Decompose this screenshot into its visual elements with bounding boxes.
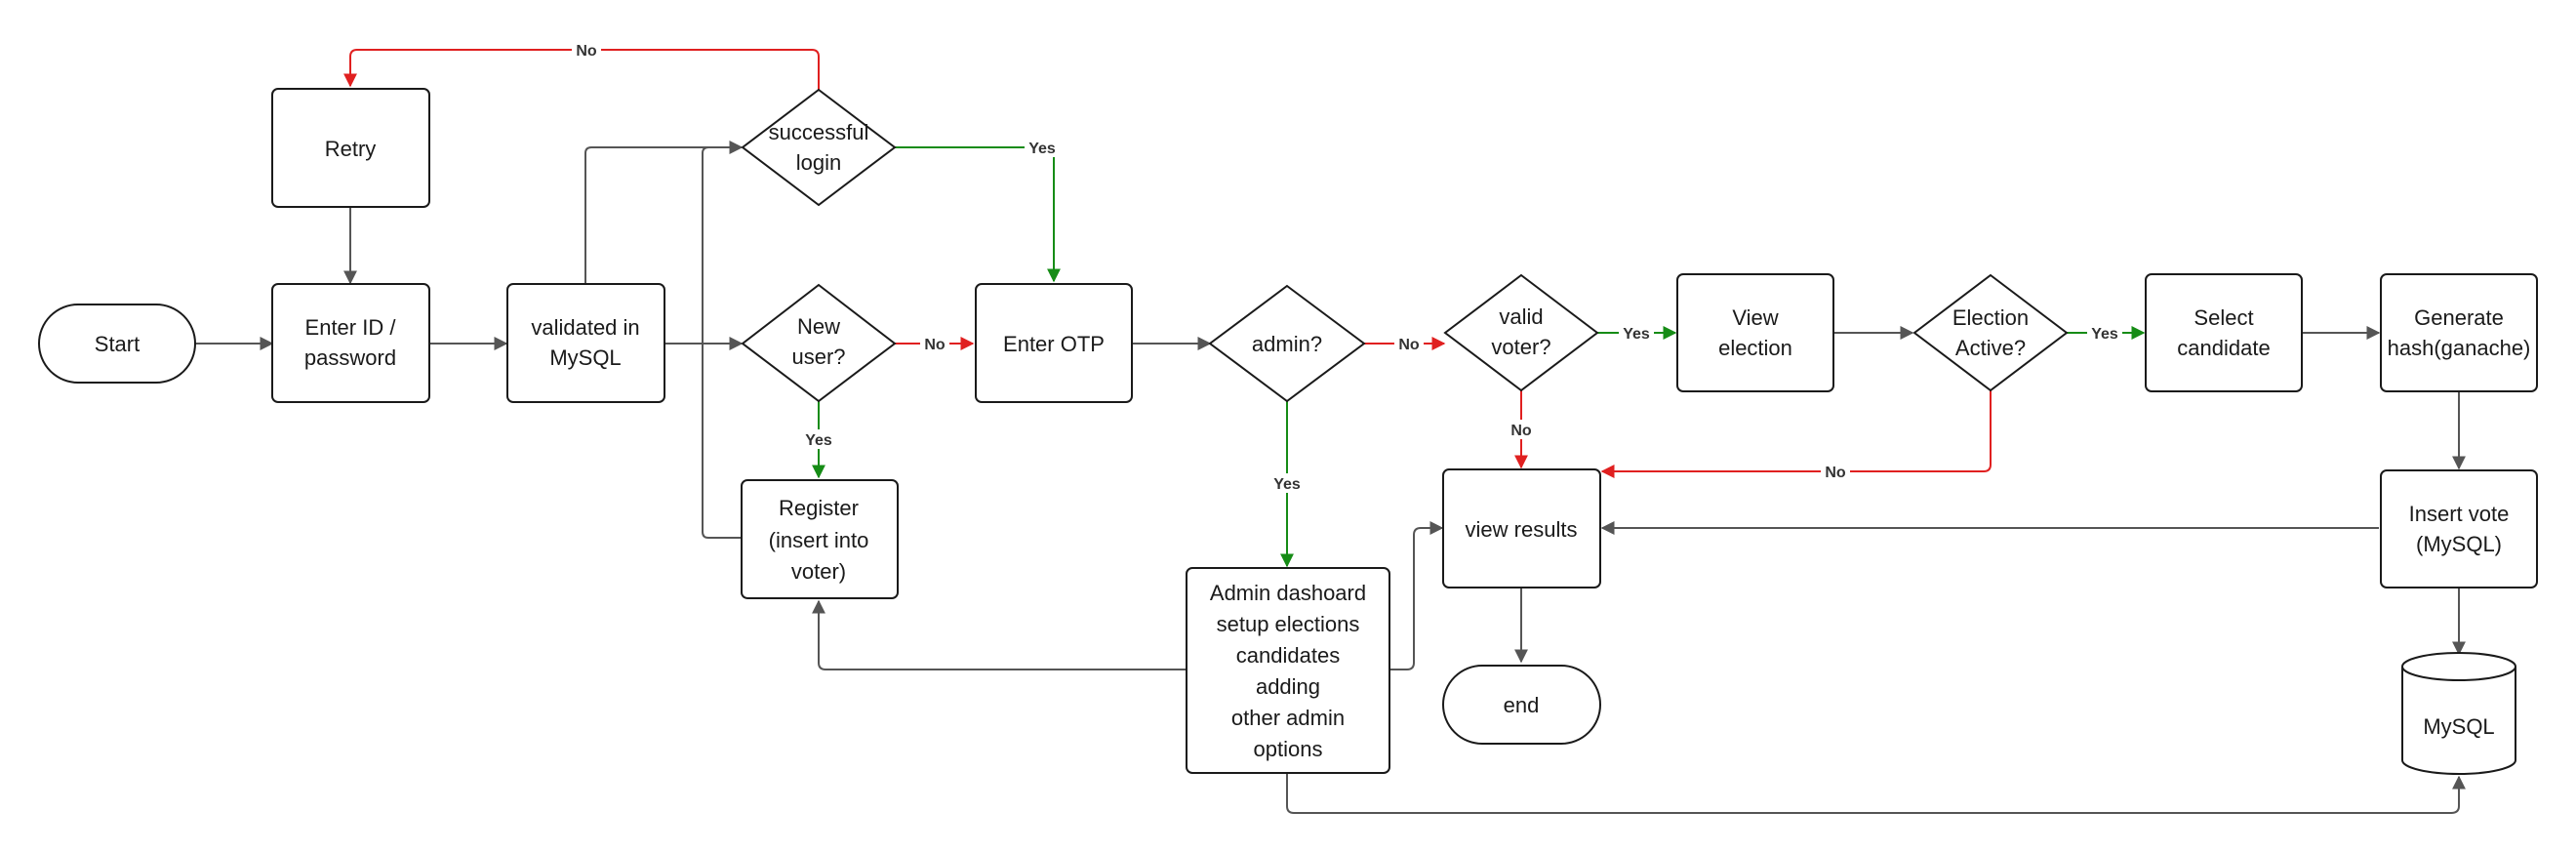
successful-login-label-line-1: successful [769, 120, 869, 144]
svg-text:No: No [1510, 423, 1532, 439]
svg-text:Yes: Yes [2091, 326, 2118, 343]
edge-labels: No Yes No Yes No Yes Yes No [572, 40, 2122, 493]
view-election-label-line-1: View [1732, 305, 1778, 330]
start-label: Start [95, 332, 140, 356]
election-active-label-line-1: Election [1952, 305, 2029, 330]
retry-label: Retry [325, 137, 377, 161]
admin-dashboard-line-4: adding [1256, 674, 1320, 699]
register-label-line-3: voter) [791, 559, 846, 584]
valid-voter-decision[interactable]: valid voter? [1443, 273, 1599, 392]
edge-dashboard-to-register [812, 599, 1187, 670]
view-election-node[interactable]: View election [1676, 273, 1834, 392]
edge-label-active-no: No [1821, 462, 1850, 481]
register-node[interactable]: Register (insert into voter) [741, 479, 899, 599]
edge-validated-to-login [584, 141, 744, 283]
admin-dashboard-line-6: options [1254, 737, 1323, 761]
view-results-label: view results [1466, 517, 1578, 542]
new-user-label-line-2: user? [791, 345, 845, 369]
edge-label-newuser-yes: Yes [801, 429, 836, 449]
edge-label-validvoter-yes: Yes [1619, 323, 1654, 343]
edge-active-no-to-view-results [1600, 390, 1992, 478]
view-election-label-line-2: election [1718, 336, 1792, 360]
nodes: Start Retry Enter ID / password validate… [38, 88, 2538, 775]
svg-text:Yes: Yes [1273, 476, 1301, 493]
mysql-label: MySQL [2423, 714, 2494, 739]
admin-dashboard-line-5: other admin [1231, 706, 1345, 730]
svg-text:No: No [924, 337, 946, 353]
successful-login-decision[interactable]: successful login [741, 88, 897, 207]
select-candidate-node[interactable]: Select candidate [2145, 273, 2303, 392]
new-user-decision[interactable]: New user? [741, 283, 897, 403]
enter-id-label-line-1: Enter ID / [305, 315, 397, 340]
enter-id-label-line-2: password [304, 345, 396, 370]
end-label: end [1504, 693, 1540, 717]
admin-dashboard-line-1: Admin dashoard [1210, 581, 1366, 605]
admin-dashboard-line-2: setup elections [1217, 612, 1360, 636]
insert-vote-node[interactable]: Insert vote (MySQL) [2380, 469, 2538, 588]
end-node[interactable]: end [1442, 665, 1601, 745]
election-active-label-line-2: Active? [1955, 336, 2026, 360]
generate-hash-node[interactable]: Generate hash(ganache) [2380, 273, 2538, 392]
valid-voter-label-line-1: valid [1499, 304, 1543, 329]
successful-login-label-line-2: login [796, 150, 841, 175]
register-label-line-1: Register [779, 496, 859, 520]
generate-hash-label-line-2: hash(ganache) [2388, 336, 2531, 360]
validated-node[interactable]: validated in MySQL [506, 283, 665, 403]
svg-text:No: No [1825, 465, 1846, 481]
generate-hash-label-line-1: Generate [2414, 305, 2504, 330]
validated-label-line-2: MySQL [549, 345, 621, 370]
edge-register-to-login [702, 146, 742, 539]
edge-login-yes-to-otp [895, 146, 1061, 283]
admin-label: admin? [1252, 332, 1322, 356]
svg-text:No: No [1398, 337, 1420, 353]
insert-vote-label-line-2: (MySQL) [2416, 532, 2502, 556]
edge-label-login-no: No [572, 40, 601, 60]
new-user-label-line-1: New [797, 314, 840, 339]
valid-voter-label-line-2: voter? [1491, 335, 1550, 359]
svg-text:Yes: Yes [1028, 141, 1056, 157]
svg-text:Yes: Yes [805, 432, 832, 449]
admin-dashboard-node[interactable]: Admin dashoard setup elections candidate… [1186, 567, 1390, 774]
edge-label-validvoter-no: No [1507, 420, 1536, 439]
retry-node[interactable]: Retry [271, 88, 430, 208]
edge-label-active-yes: Yes [2087, 323, 2122, 343]
svg-text:Yes: Yes [1623, 326, 1650, 343]
edge-label-admin-yes: Yes [1269, 473, 1305, 493]
validated-label-line-1: validated in [531, 315, 639, 340]
enter-id-node[interactable]: Enter ID / password [271, 283, 430, 403]
enter-otp-node[interactable]: Enter OTP [975, 283, 1133, 403]
edge-label-newuser-no: No [920, 334, 949, 353]
admin-decision[interactable]: admin? [1208, 284, 1366, 403]
start-node[interactable]: Start [38, 304, 196, 384]
mysql-database-node[interactable]: MySQL [2401, 652, 2516, 775]
edge-dashboard-to-view-results [1389, 521, 1444, 670]
insert-vote-label-line-1: Insert vote [2409, 502, 2510, 526]
enter-otp-label: Enter OTP [1003, 332, 1105, 356]
edge-dashboard-to-mysql [1286, 773, 2466, 814]
select-candidate-label-line-1: Select [2194, 305, 2253, 330]
view-results-node[interactable]: view results [1442, 468, 1601, 588]
register-label-line-2: (insert into [769, 528, 869, 552]
edge-label-admin-no: No [1394, 334, 1424, 353]
edge-label-login-yes: Yes [1025, 138, 1060, 157]
election-active-decision[interactable]: Election Active? [1912, 273, 2069, 392]
select-candidate-label-line-2: candidate [2177, 336, 2270, 360]
svg-text:No: No [576, 43, 597, 60]
admin-dashboard-line-3: candidates [1236, 643, 1340, 668]
